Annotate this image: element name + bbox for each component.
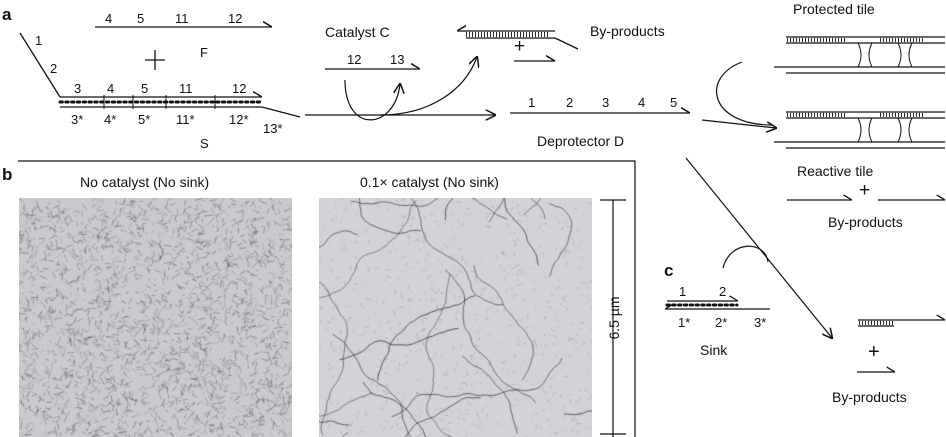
sink-top-domain-1: 1	[679, 284, 686, 299]
catalyst-C: Catalyst C 12 13	[325, 24, 420, 121]
catalyst-domain-13: 13	[390, 52, 404, 67]
panel-label-c: c	[664, 261, 673, 280]
sink-complex: 1 2 1* 2* 3* Sink	[665, 284, 770, 358]
S-top-domain-4: 4	[107, 81, 114, 96]
S-overhang-domain-13star: 13*	[263, 121, 283, 136]
sink-bottom-domain-2star: 2*	[715, 315, 727, 330]
S-top-domain-11: 11	[179, 81, 193, 96]
F-domain-11: 11	[175, 11, 189, 26]
S-tail-domain-1: 1	[35, 33, 42, 48]
S-bottom-domain-11star: 11*	[176, 112, 195, 127]
micrograph-right-title: 0.1× catalyst (No sink)	[360, 174, 499, 190]
byproducts-top-label: By-products	[590, 23, 665, 39]
scale-bar-label: 6.5 µm	[606, 296, 622, 339]
D-domain-4: 4	[638, 95, 645, 110]
F-domain-4: 4	[105, 11, 112, 26]
protected-tile-diagram	[774, 36, 945, 74]
panel-label-a: a	[2, 5, 12, 24]
deprotection-curve	[716, 61, 773, 126]
byproducts-bottom-group: + By-products	[832, 320, 945, 405]
reactive-tile-label: Reactive tile	[797, 163, 873, 179]
S-top-domain-12: 12	[232, 81, 246, 96]
S-bottom-domain-12star: 12*	[229, 112, 249, 127]
D-domain-1: 1	[528, 95, 535, 110]
deprotected-tile-diagram	[774, 111, 945, 149]
sink-label: Sink	[700, 342, 728, 358]
strand-F: 4 5 11 12 F	[95, 11, 272, 60]
micrograph-catalyst	[319, 198, 592, 437]
deprotection-arrow	[701, 119, 776, 128]
F-name: F	[200, 45, 208, 60]
micrograph-left-title: No catalyst (No sink)	[80, 174, 209, 190]
strand-S: 1 2 3 4 5 11 12 3* 4* 5* 11* 12* 13* S	[19, 32, 301, 151]
F-domain-12: 12	[228, 11, 242, 26]
deprotector-label: Deprotector D	[537, 133, 624, 149]
reactive-tile-plus: +	[859, 180, 870, 201]
panel-b-frame	[18, 160, 636, 437]
D-domain-2: 2	[566, 95, 573, 110]
plus-operator-F-S	[145, 50, 165, 70]
micrograph-no-catalyst	[19, 198, 292, 437]
catalyst-title: Catalyst C	[325, 24, 390, 40]
byproducts-top-group: By-products +	[457, 23, 665, 62]
protected-tile-label: Protected tile	[793, 1, 875, 17]
S-bottom-domain-3star: 3*	[71, 112, 83, 127]
D-domain-5: 5	[670, 95, 677, 110]
S-top-domain-5: 5	[141, 81, 148, 96]
sink-bottom-domain-3star: 3*	[754, 315, 766, 330]
F-domain-5: 5	[137, 11, 144, 26]
S-bottom-domain-5star: 5*	[138, 112, 150, 127]
S-name: S	[200, 136, 209, 151]
byproducts-bottom-label: By-products	[832, 389, 907, 405]
byproducts-right-label: By-products	[828, 214, 903, 230]
byproducts-top-plus: +	[514, 36, 525, 57]
byproduct-release-arrow	[379, 57, 477, 116]
catalyst-domain-12: 12	[347, 52, 361, 67]
micrograph-no-catalyst-image	[19, 198, 292, 437]
D-domain-3: 3	[602, 95, 609, 110]
sink-input-curve	[722, 245, 769, 269]
byproducts-bottom-plus: +	[868, 341, 880, 363]
panel-label-b: b	[2, 165, 12, 184]
deprotector-D: 1 2 3 4 5 Deprotector D	[510, 95, 690, 149]
S-top-domain-3: 3	[74, 81, 81, 96]
scale-bar: 6.5 µm	[600, 199, 626, 437]
S-tail-domain-2: 2	[50, 61, 57, 76]
micrograph-catalyst-image	[319, 198, 592, 437]
S-bottom-domain-4star: 4*	[104, 112, 116, 127]
sink-top-domain-2: 2	[719, 284, 726, 299]
sink-bottom-domain-1star: 1*	[678, 315, 690, 330]
